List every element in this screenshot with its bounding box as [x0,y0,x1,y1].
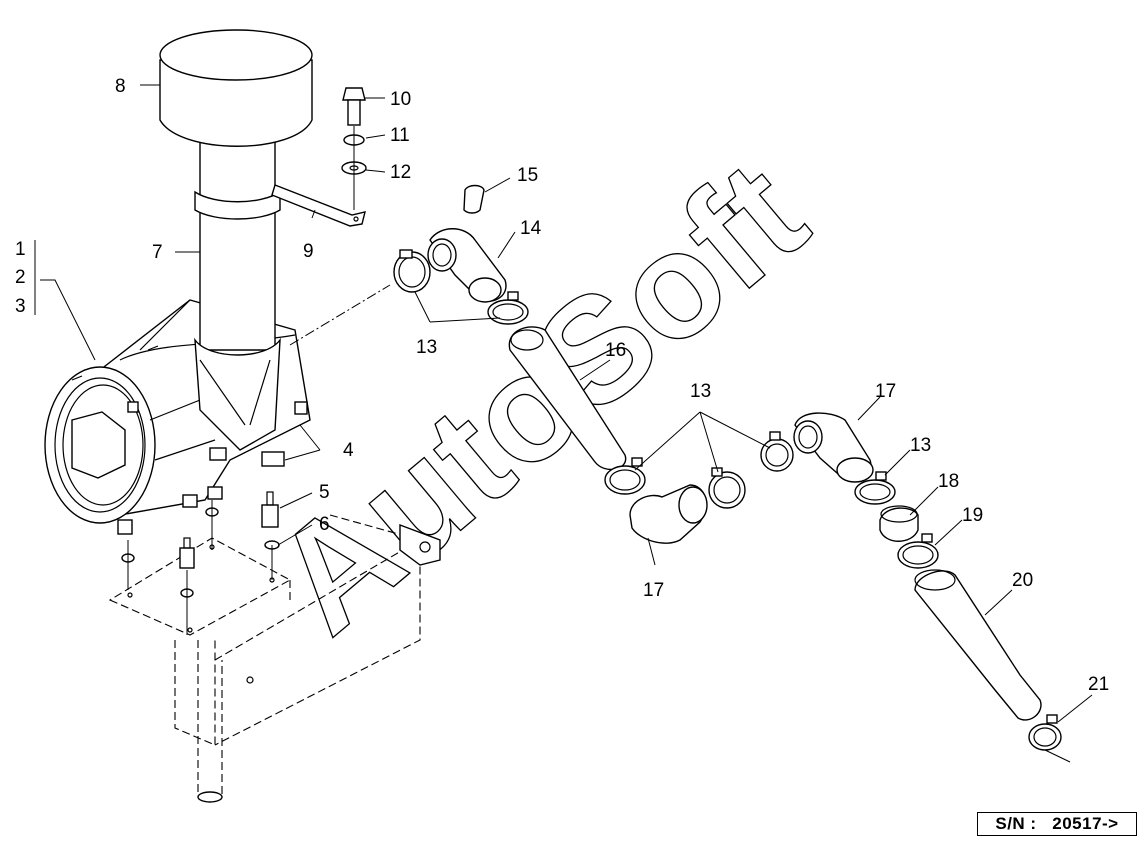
callout-15: 15 [517,165,538,186]
callout-10: 10 [390,89,411,110]
vent-cap [463,184,485,214]
leader-lines [34,84,1093,723]
callout-2: 2 [15,267,26,288]
callout-5: 5 [319,482,330,503]
callout-13-mid: 13 [690,381,711,402]
serial-number-box: S/N : 20517-> [977,812,1137,836]
callout-3: 3 [15,296,26,317]
support-strap [271,184,366,227]
callout-18: 18 [938,471,959,492]
callout-7: 7 [152,242,163,263]
callout-16: 16 [605,340,626,361]
callout-1: 1 [15,239,26,260]
callout-21: 21 [1088,674,1109,695]
callout-11: 11 [390,125,410,146]
callout-6: 6 [319,514,330,535]
callout-13-left: 13 [416,337,437,358]
callout-20: 20 [1012,570,1033,591]
callout-17-lower: 17 [643,580,664,601]
callout-17-upper: 17 [875,381,896,402]
callout-8: 8 [115,76,126,97]
callout-9: 9 [303,241,314,262]
callout-14: 14 [520,218,542,239]
callout-4: 4 [343,440,354,461]
clamps-and-hoses [393,228,1062,751]
mounting-bracket [108,514,441,803]
callout-19: 19 [962,505,983,526]
inlet-tube [194,139,281,451]
callout-labels: 1 2 3 4 5 6 7 8 9 10 11 12 13 13 13 14 1… [15,76,1109,695]
callout-12: 12 [390,162,411,183]
rain-cap [159,29,313,147]
callout-13-right: 13 [910,435,931,456]
